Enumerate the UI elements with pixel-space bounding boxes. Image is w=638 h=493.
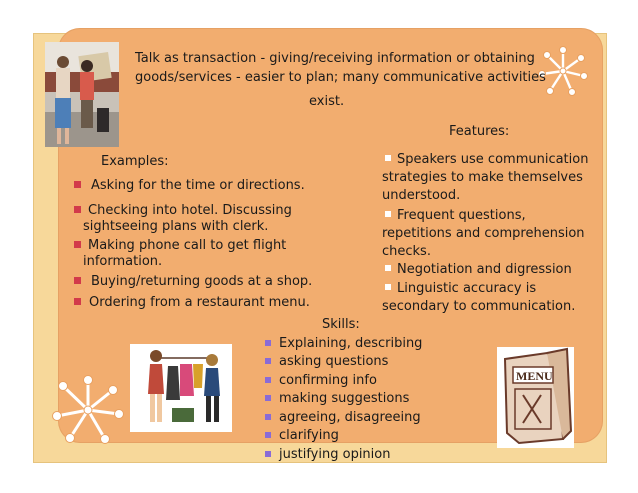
- tourists-photo: [45, 42, 119, 147]
- purple-bullet-icon: [265, 358, 271, 364]
- example-text: Asking for the time or directions.: [91, 178, 305, 193]
- example-text: Buying/returning goods at a shop.: [91, 274, 313, 289]
- feature-text-continued: strategies to make themselves: [382, 170, 583, 185]
- skill-text: Explaining, describing: [279, 336, 423, 351]
- red-bullet-icon: [74, 277, 81, 284]
- purple-bullet-icon: [265, 451, 271, 457]
- purple-bullet-icon: [265, 432, 271, 438]
- white-bullet-icon: [385, 284, 391, 290]
- menu-illustration: MENU: [497, 347, 574, 448]
- feature-text-continued: secondary to communication.: [382, 299, 576, 314]
- white-bullet-icon: [385, 155, 391, 161]
- white-bullet-icon: [385, 211, 391, 217]
- example-text: Checking into hotel. Discussing: [88, 203, 292, 218]
- red-bullet-icon: [74, 298, 81, 305]
- features-heading: Features:: [449, 124, 510, 139]
- feature-text-continued: repetitions and comprehension: [382, 226, 585, 241]
- example-text: Ordering from a restaurant menu.: [89, 295, 310, 310]
- starburst-bottom-left-icon: [52, 375, 124, 444]
- skill-text: clarifying: [279, 428, 339, 443]
- menu-word: MENU: [516, 369, 553, 383]
- purple-bullet-icon: [265, 414, 271, 420]
- purple-bullet-icon: [265, 340, 271, 346]
- feature-text-continued: understood.: [382, 188, 461, 203]
- skill-text: justifying opinion: [279, 447, 391, 462]
- red-bullet-icon: [74, 241, 81, 248]
- white-bullet-icon: [385, 265, 391, 271]
- skill-text: making suggestions: [279, 391, 410, 406]
- shopping-illustration: [130, 344, 232, 432]
- purple-bullet-icon: [265, 377, 271, 383]
- skills-heading: Skills:: [322, 317, 360, 332]
- example-text-continued: information.: [83, 254, 163, 269]
- feature-text: Negotiation and digression: [397, 262, 572, 277]
- feature-text: Linguistic accuracy is: [397, 281, 537, 296]
- intro-line-3: exist.: [309, 94, 345, 109]
- feature-text: Frequent questions,: [397, 208, 526, 223]
- red-bullet-icon: [74, 206, 81, 213]
- feature-text-continued: checks.: [382, 244, 431, 259]
- example-text-continued: sightseeing plans with clerk.: [83, 219, 269, 234]
- examples-heading: Examples:: [101, 154, 169, 169]
- example-text: Making phone call to get flight: [88, 238, 287, 253]
- purple-bullet-icon: [265, 395, 271, 401]
- skill-text: asking questions: [279, 354, 389, 369]
- skill-text: agreeing, disagreeing: [279, 410, 421, 425]
- red-bullet-icon: [74, 181, 81, 188]
- skill-text: confirming info: [279, 373, 377, 388]
- starburst-top-right-icon: [538, 46, 588, 96]
- intro-line-1: Talk as transaction - giving/receiving i…: [135, 51, 535, 66]
- intro-line-2: goods/services - easier to plan; many co…: [135, 70, 546, 85]
- feature-text: Speakers use communication: [397, 152, 589, 167]
